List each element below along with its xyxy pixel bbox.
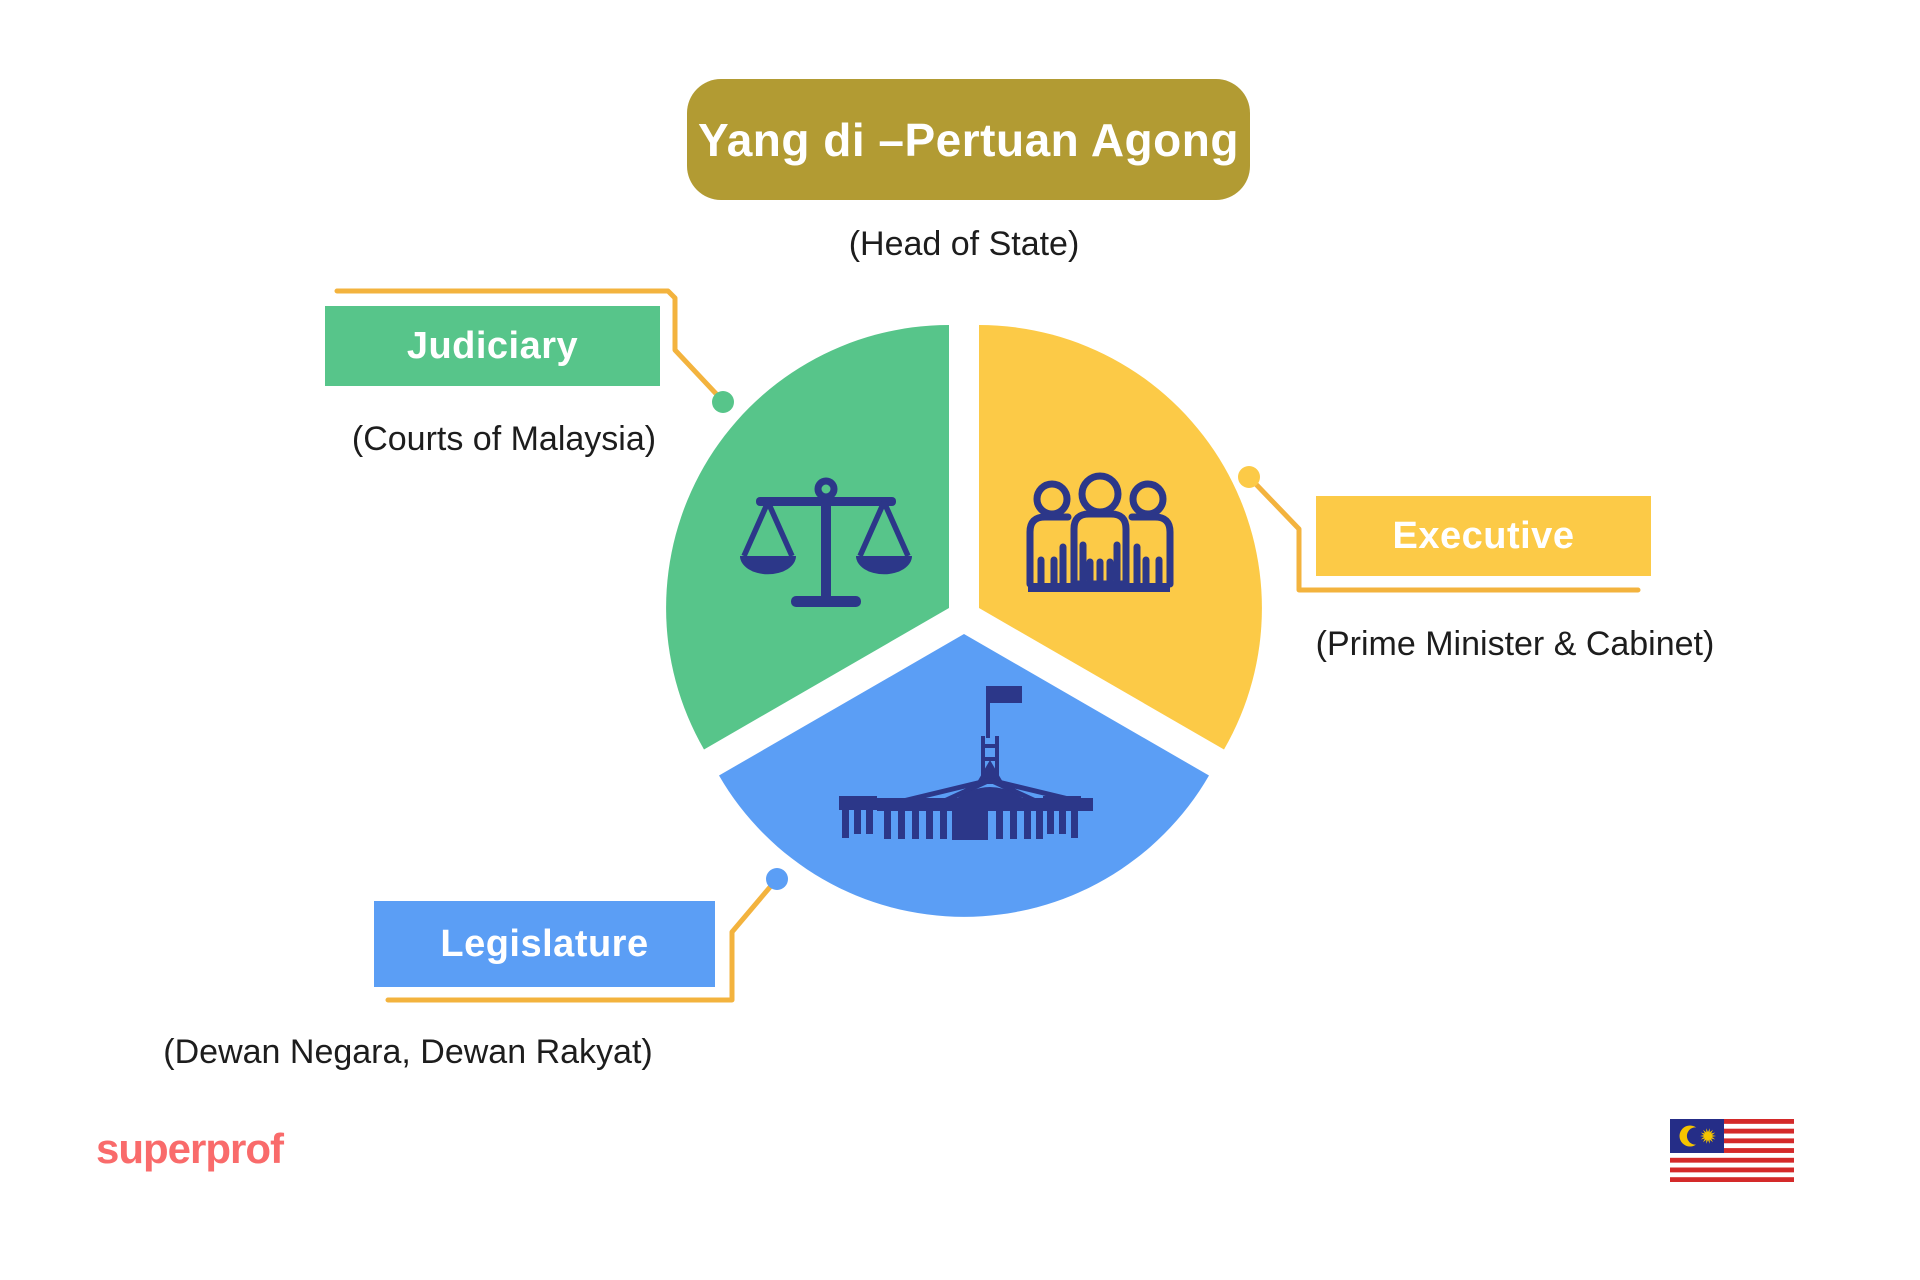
malaysia-flag xyxy=(1670,1119,1794,1182)
flag-stripes xyxy=(1670,1119,1794,1182)
judiciary-subtitle: (Courts of Malaysia) xyxy=(351,420,657,458)
pie-slice-legislature xyxy=(719,634,1209,917)
legislature-label-box: Legislature xyxy=(374,901,715,987)
head-of-state-title-box: Yang di –Pertuan Agong xyxy=(687,79,1250,200)
superprof-logo: superprof xyxy=(96,1125,284,1172)
head-of-state-title: Yang di –Pertuan Agong xyxy=(698,113,1239,166)
scales-of-justice-icon xyxy=(740,477,912,607)
pie-slice-judiciary xyxy=(666,325,949,750)
judiciary-connector-line xyxy=(334,288,724,402)
judiciary-label: Judiciary xyxy=(406,324,579,367)
parliament-building-icon xyxy=(839,686,1093,840)
flag-crescent-and-star xyxy=(1679,1125,1716,1147)
judiciary-connector-dot xyxy=(712,391,734,413)
head-of-state-subtitle: (Head of State) xyxy=(848,225,1080,263)
legislature-connector-dot xyxy=(766,868,788,890)
legislature-subtitle: (Dewan Negara, Dewan Rakyat) xyxy=(163,1033,653,1071)
executive-label-box: Executive xyxy=(1316,496,1651,576)
executive-subtitle: (Prime Minister & Cabinet) xyxy=(1315,625,1715,663)
executive-connector-line xyxy=(1247,475,1641,593)
executive-label: Executive xyxy=(1392,514,1575,557)
people-group-icon xyxy=(1026,472,1174,592)
legislature-label: Legislature xyxy=(440,922,649,965)
judiciary-label-box: Judiciary xyxy=(325,306,660,386)
legislature-connector-line xyxy=(385,877,779,1003)
executive-connector-dot xyxy=(1238,466,1260,488)
